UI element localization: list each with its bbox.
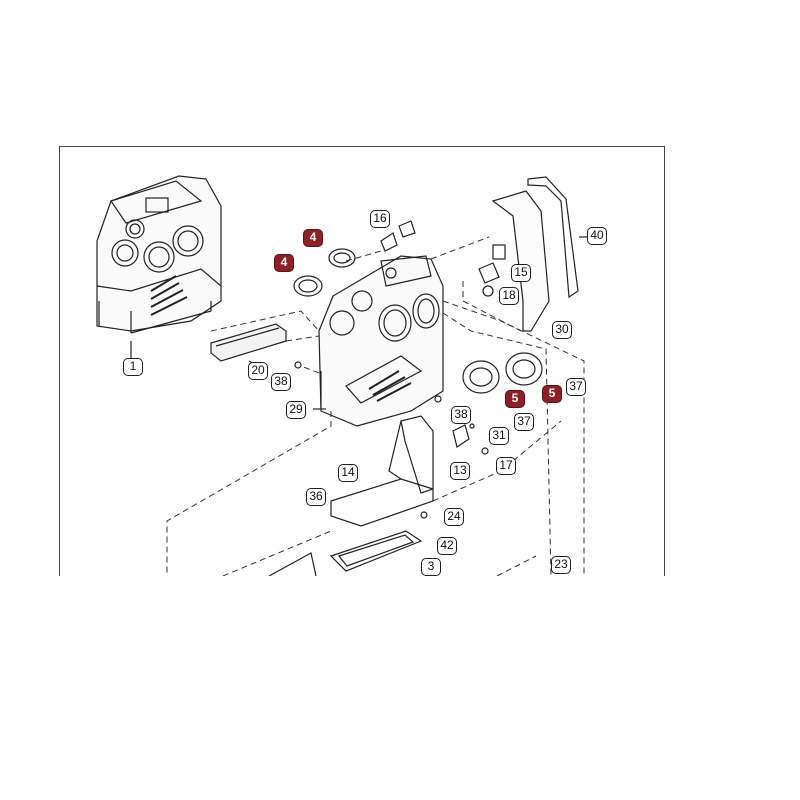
clip-parts (294, 361, 489, 519)
switch-parts (478, 244, 506, 297)
gasket-part (329, 530, 423, 572)
grommet-parts (293, 248, 356, 297)
part-callout-37: 37 (566, 378, 586, 396)
part-callout-40: 40 (587, 227, 607, 245)
part-callout-24: 24 (444, 508, 464, 526)
part-callout-29: 29 (286, 401, 306, 419)
part-callout-18: 18 (499, 287, 519, 305)
ring-disc-parts (462, 352, 543, 394)
part-callout-5-highlighted: 5 (505, 390, 525, 408)
filter-mat-part (210, 323, 287, 370)
part-callout-36: 36 (306, 488, 326, 506)
part-callout-42: 42 (437, 537, 457, 555)
housing-part (313, 255, 444, 427)
part-callout-1: 1 (123, 358, 143, 376)
assembly-guide-lines (166, 236, 585, 576)
cap-parts (380, 220, 416, 252)
part-callout-14: 14 (338, 464, 358, 482)
part-callout-23: 23 (551, 556, 571, 574)
part-callout-17: 17 (496, 457, 516, 475)
part-callout-5-highlighted: 5 (542, 385, 562, 403)
part-callout-20: 20 (248, 362, 268, 380)
part-callout-3: 3 (421, 558, 441, 576)
part-callout-16: 16 (370, 210, 390, 228)
diagram-frame (59, 146, 665, 576)
part-callout-31: 31 (489, 427, 509, 445)
part-callout-4-highlighted: 4 (303, 229, 323, 247)
part-callout-30: 30 (552, 321, 572, 339)
assembled-unit-part (96, 175, 222, 361)
part-callout-37: 37 (514, 413, 534, 431)
part-callout-38: 38 (451, 406, 471, 424)
part-callout-15: 15 (511, 264, 531, 282)
side-cover-parts (491, 176, 589, 332)
part-callout-38: 38 (271, 373, 291, 391)
exploded-parts-drawing (96, 175, 589, 576)
part-callout-4-highlighted: 4 (274, 254, 294, 272)
part-callout-13: 13 (450, 462, 470, 480)
